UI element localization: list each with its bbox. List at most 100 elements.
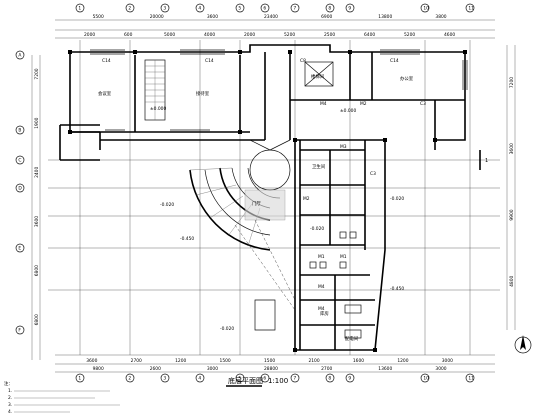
bottom-inner-dim: 2700 [131, 358, 142, 364]
bottom-inner-dim: 3000 [442, 358, 453, 364]
bottom-inner-dim: 1500 [264, 358, 275, 364]
grid-bubble-top-label: 5 [238, 6, 241, 12]
note-item: 3. [8, 402, 12, 408]
room-label: 配电间 [345, 335, 358, 342]
door-tag: M4 [318, 284, 325, 290]
columns [68, 50, 467, 352]
door-tag: M2 [303, 196, 310, 202]
note-item: 2. [8, 395, 12, 401]
grid-bubble-bottom-label: 8 [328, 376, 331, 382]
side-dimensions [31, 45, 516, 360]
grid-bubble-top [75, 3, 85, 13]
door-tag: C3 [420, 101, 426, 107]
grid-bubble-left [15, 50, 25, 60]
grid-bubble-bottom-label: 4 [198, 376, 201, 382]
left-dim: 6800 [34, 265, 40, 276]
left-dim: 1900 [34, 117, 40, 128]
grid-bubble-top [345, 3, 355, 13]
level-mark: -0.020 [160, 202, 174, 208]
bottom-outer-dim: 9800 [93, 366, 104, 372]
door-tag: M1 [318, 254, 325, 260]
plan-title: 底层平面图 [228, 376, 263, 385]
grid-bubble-top [465, 3, 475, 13]
grid-bubble-bottom-label: 5 [238, 376, 241, 382]
grid-bubble-bottom-label: 6 [263, 376, 266, 382]
grid-bubble-left-label: E [18, 246, 21, 252]
top-inner-dim: 6400 [364, 32, 375, 38]
grid-bubble-top [325, 3, 335, 13]
grid-bubble-left-label: A [18, 53, 21, 59]
grid-bubble-bottom [160, 373, 170, 383]
window-marks [90, 49, 468, 131]
door-tag: C14 [390, 58, 399, 64]
top-outer-dim: 23400 [264, 14, 278, 20]
right-dim: 9900 [509, 209, 515, 220]
room-label: 库房 [320, 310, 329, 317]
grid-bubble-bottom [465, 373, 475, 383]
door-tag: M4 [320, 101, 327, 107]
grid-bubble-bottom [345, 373, 355, 383]
note-item: 1. [8, 388, 12, 394]
room-label: 办公室 [400, 75, 414, 82]
left-dim: 7200 [34, 68, 40, 79]
notes-title: 注： [4, 380, 13, 387]
grid-bubble-bottom-label: 10 [423, 376, 429, 382]
grid-bubble-bottom [325, 373, 335, 383]
level-mark: -0.450 [390, 286, 404, 292]
left-dim: 3600 [34, 216, 40, 227]
right-dim: 7200 [509, 77, 515, 88]
door-tag: M3 [340, 144, 347, 150]
grid-bubble-top [290, 3, 300, 13]
top-outer-dim: 13800 [378, 14, 392, 20]
door-tag: C14 [102, 58, 111, 64]
grid-bubble-top-label: 10 [423, 6, 429, 12]
curved-lobby [189, 139, 296, 331]
bottom-dimensions [55, 354, 495, 373]
right-dim: 4800 [509, 275, 515, 286]
notes-list: 1. 2. 3. 4. [8, 388, 120, 415]
top-inner-dim: 4000 [204, 32, 215, 38]
grid-bubble-left [15, 155, 25, 165]
top-inner-dim: 2000 [84, 32, 95, 38]
fixtures [309, 231, 362, 339]
door-tag: C8 [300, 58, 306, 64]
right-dim: 3600 [509, 143, 515, 154]
grid-bubble-bottom-label: 1 [78, 376, 81, 382]
bottom-inner-dim: 3600 [86, 358, 97, 364]
grid-bubble-left [15, 125, 25, 135]
grid-bubble-top-label: 3 [163, 6, 166, 12]
top-inner-dim: 5200 [404, 32, 415, 38]
room-label: 接待室 [196, 90, 210, 97]
north-arrow-icon [514, 335, 532, 354]
grid-bubble-top-label: 1 [78, 6, 81, 12]
bottom-inner-dim: 2100 [308, 358, 319, 364]
bottom-outer-dim: 2600 [150, 366, 161, 372]
room-label: 门厅 [252, 200, 261, 207]
grid-bubble-bottom-label: 9 [348, 376, 351, 382]
top-outer-dim: 3600 [207, 14, 218, 20]
top-inner-dim: 4600 [444, 32, 455, 38]
level-mark: -0.020 [310, 226, 324, 232]
stair-detail [144, 59, 334, 121]
grid-bubble-bottom [75, 373, 85, 383]
grid-bubble-bottom [260, 373, 270, 383]
bottom-outer-dim: 13600 [378, 366, 392, 372]
top-inner-dim: 5200 [284, 32, 295, 38]
door-tag: M1 [340, 254, 347, 260]
note-item: 4. [8, 409, 12, 415]
grid-bubble-top [235, 3, 245, 13]
section-mark: 1 [479, 150, 488, 170]
section-mark-label: 1 [485, 158, 488, 164]
bottom-inner-dim: 1200 [397, 358, 408, 364]
grid-bubble-top-label: 7 [293, 6, 296, 12]
grid-bubble-top-label: 4 [198, 6, 201, 12]
grid-bubble-top-label: 11 [468, 6, 474, 12]
grid-bubble-left [15, 183, 25, 193]
grid-bubble-top-label: 6 [263, 6, 266, 12]
left-dim: 6800 [34, 314, 40, 325]
grid-bubble-left-label: D [18, 186, 22, 192]
